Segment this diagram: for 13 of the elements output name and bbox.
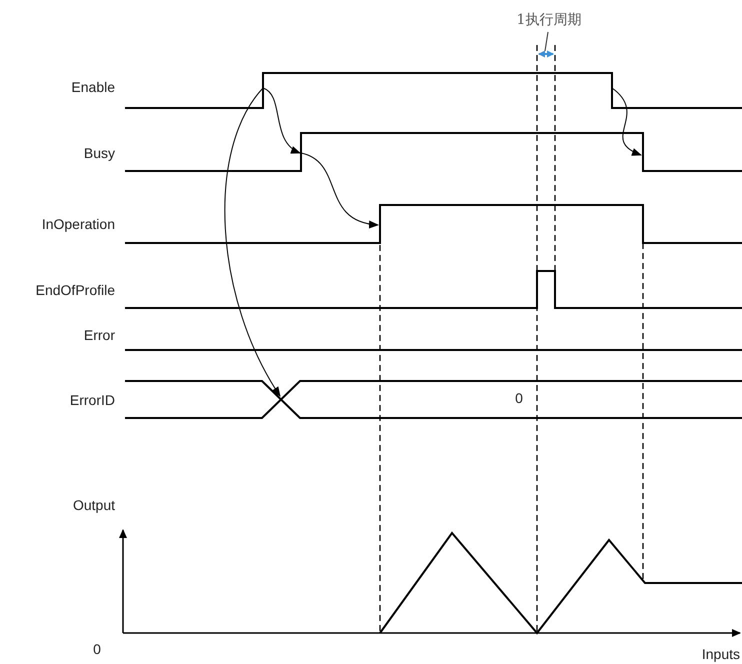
signal-name: InOperation (42, 216, 115, 232)
signal-name: Busy (84, 145, 115, 161)
signal-name: Error (84, 327, 115, 343)
signal-name: ErrorID (70, 392, 115, 408)
dimension-line (538, 50, 554, 58)
signal-name: Enable (71, 79, 115, 95)
leader-line (544, 32, 548, 52)
axis-label: Output (72, 497, 115, 513)
signal-name: EndOfProfile (36, 282, 115, 298)
dimension-label: 1执行周期 (516, 12, 582, 28)
axis-label: Inputs (702, 646, 740, 662)
axis-origin-label: 0 (93, 641, 101, 657)
signal-value: 0 (515, 390, 523, 406)
